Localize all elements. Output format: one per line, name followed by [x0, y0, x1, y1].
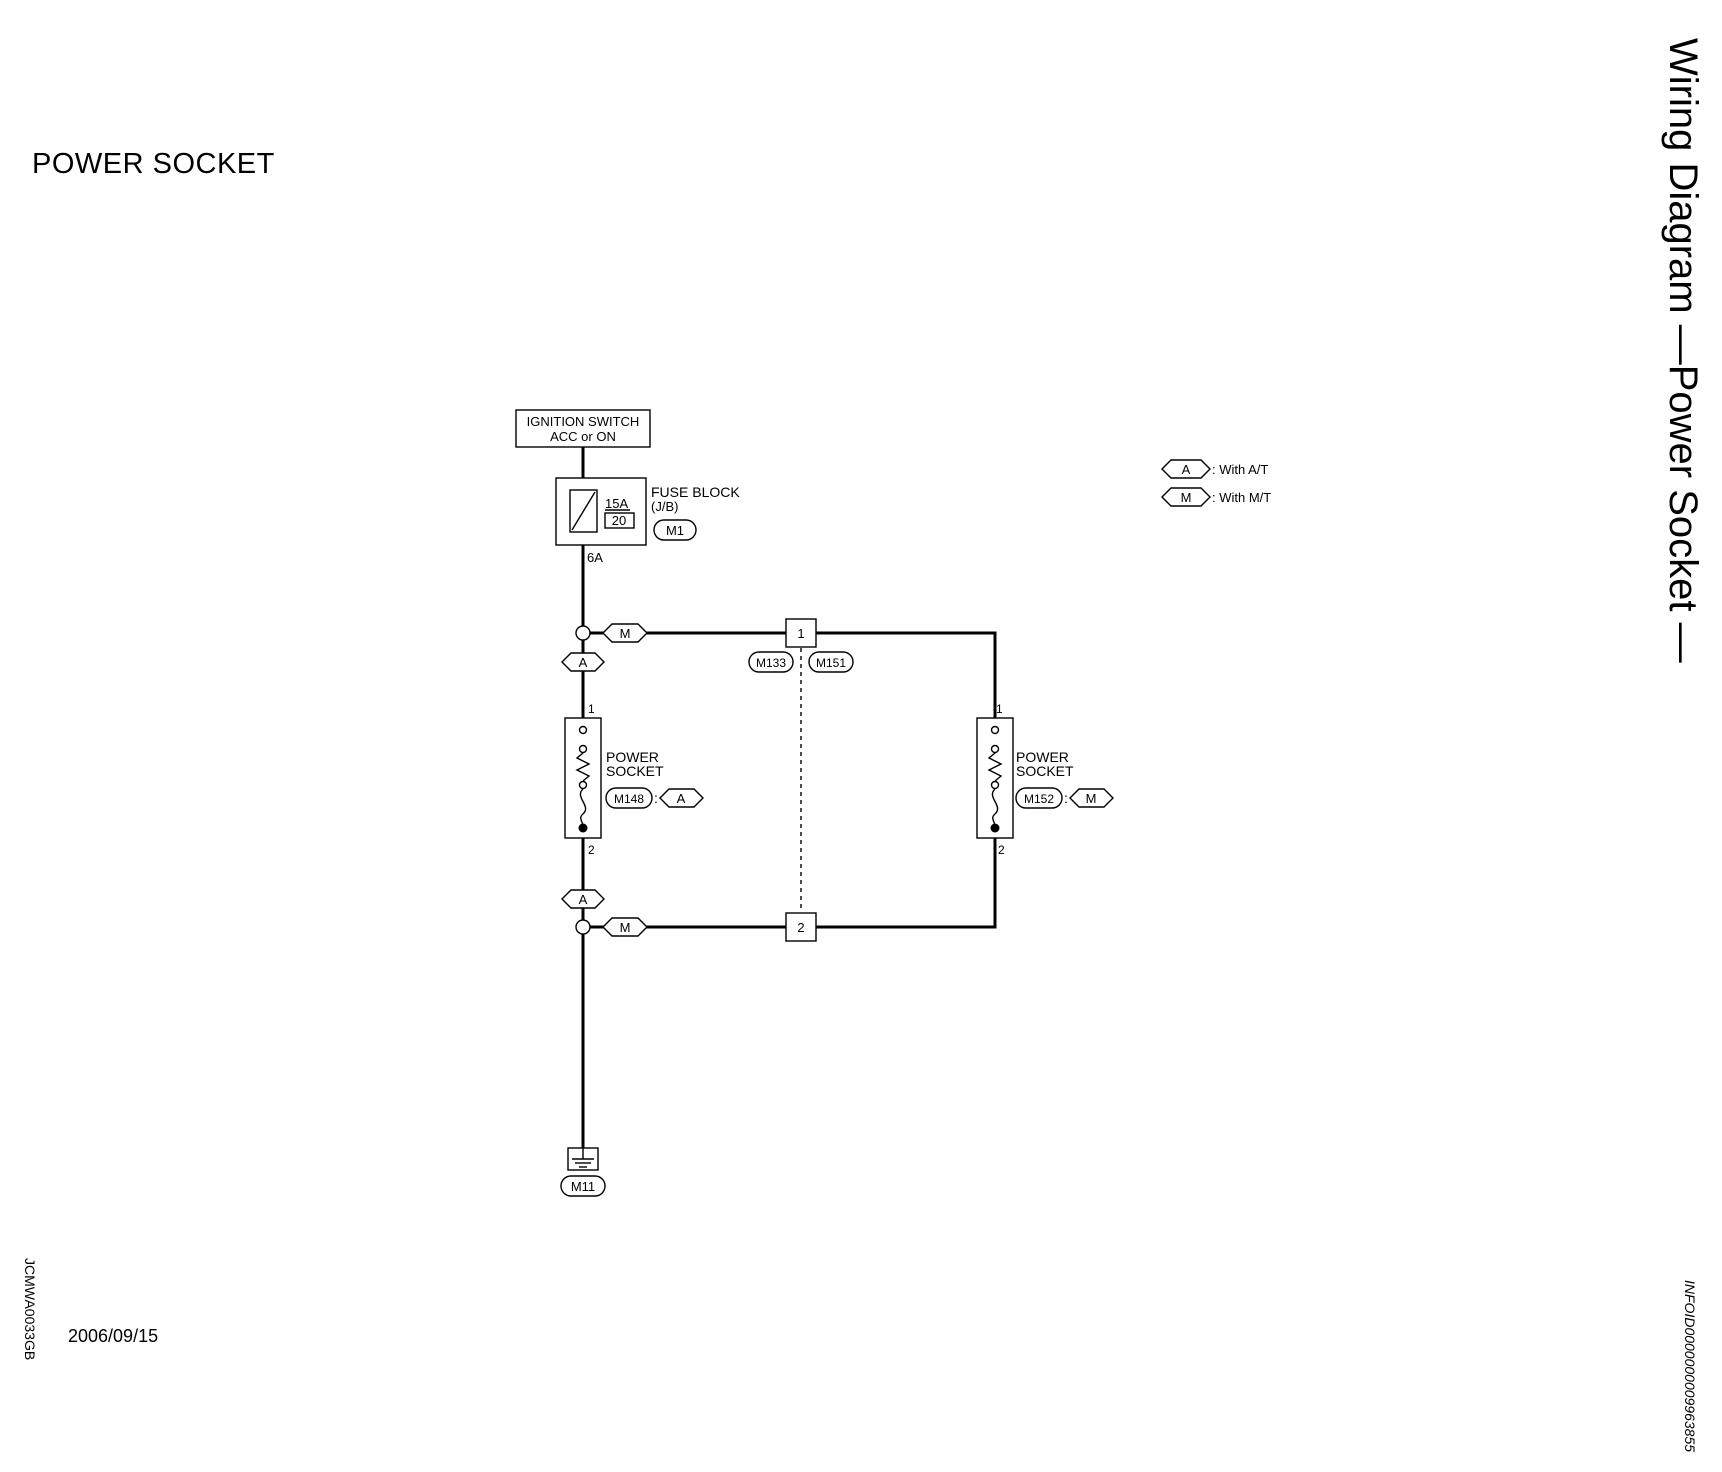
fuse-connector-id: M1 — [666, 523, 684, 538]
ignition-switch-state: ACC or ON — [550, 429, 616, 444]
legend-item-at: A : With A/T — [1161, 459, 1268, 479]
side-info-id: INFOID0000000009963855 — [1682, 1280, 1698, 1453]
socket-left-pin-bottom: 2 — [588, 843, 595, 857]
junction-connector-left-id: M133 — [756, 656, 786, 670]
legend-code-m: M — [1181, 490, 1192, 505]
socket-right-variant: M — [1086, 791, 1097, 806]
legend-item-mt: M : With M/T — [1161, 487, 1271, 507]
socket-right-pin-top: 1 — [996, 702, 1003, 716]
socket-contact-icon — [991, 788, 999, 827]
socket-right-colon: : — [1064, 790, 1068, 806]
variant-a-label-top: A — [579, 655, 588, 670]
side-title: Wiring Diagram —Power Socket — — [1661, 38, 1705, 663]
socket-right-pin-bottom: 2 — [998, 843, 1005, 857]
junction-connector-right-id: M151 — [816, 656, 846, 670]
ground: M11 — [560, 1147, 606, 1197]
junction-connector-top: 1 M133 M151 — [748, 618, 854, 673]
socket-left-sublabel: SOCKET — [606, 763, 664, 779]
heater-element-icon — [987, 752, 1003, 782]
legend-code-a: A — [1182, 462, 1191, 477]
legend: A : With A/T M : With M/T — [1161, 459, 1271, 507]
legend-text-a: : With A/T — [1212, 462, 1268, 477]
socket-left-colon: : — [654, 790, 658, 806]
variant-m-marker-top — [602, 623, 648, 643]
heater-element-icon — [575, 752, 591, 782]
socket-right-label: POWER — [1016, 749, 1069, 765]
ignition-switch: IGNITION SWITCH ACC or ON — [515, 409, 651, 448]
document-date: 2006/09/15 — [68, 1326, 159, 1346]
ground-connector-id: M11 — [571, 1179, 595, 1194]
socket-left-variant-marker — [659, 788, 704, 808]
variant-a-label-bottom: A — [579, 892, 588, 907]
junction-bottom-pin: 2 — [797, 920, 804, 935]
fuse-block-sublabel: (J/B) — [651, 499, 678, 514]
socket-left-pin-top: 1 — [588, 702, 595, 716]
document-code: JCMWA0033GB — [22, 1258, 38, 1361]
power-socket-right: 1 2 POWER SOCKET M152 : M — [976, 702, 1114, 857]
variant-m-marker-bottom — [602, 917, 648, 937]
socket-contact-icon — [579, 788, 587, 827]
page-title: POWER SOCKET — [32, 148, 275, 180]
variant-a-marker-top — [561, 652, 605, 672]
wire-socket-right-to-junction — [816, 838, 997, 929]
bottom-split-point: A M — [561, 889, 648, 937]
socket-right-sublabel: SOCKET — [1016, 763, 1074, 779]
variant-m-label-bottom: M — [620, 920, 631, 935]
variant-a-marker-bottom — [561, 889, 605, 909]
power-socket-left: 1 2 POWER SOCKET M148 : A — [564, 702, 704, 857]
socket-left-connector-id: M148 — [614, 792, 644, 806]
socket-left-variant: A — [677, 791, 686, 806]
socket-right-variant-marker — [1069, 788, 1114, 808]
fuse-terminal: 6A — [587, 550, 603, 565]
fuse-amperage: 15A — [605, 496, 628, 511]
fuse-number: 20 — [612, 513, 626, 528]
variant-m-label-top: M — [620, 626, 631, 641]
fuse-block: 15A 20 FUSE BLOCK (J/B) M1 6A — [555, 477, 740, 565]
top-split-point: M A — [561, 623, 648, 672]
socket-left-label: POWER — [606, 749, 659, 765]
junction-connector-bottom: 2 — [785, 912, 817, 942]
fuse-block-label: FUSE BLOCK — [651, 484, 740, 500]
ignition-switch-label: IGNITION SWITCH — [527, 414, 640, 429]
wire-junction-to-socket-right — [816, 631, 997, 718]
legend-text-m: : With M/T — [1212, 490, 1271, 505]
junction-top-pin: 1 — [797, 626, 804, 641]
socket-right-connector-id: M152 — [1024, 792, 1054, 806]
